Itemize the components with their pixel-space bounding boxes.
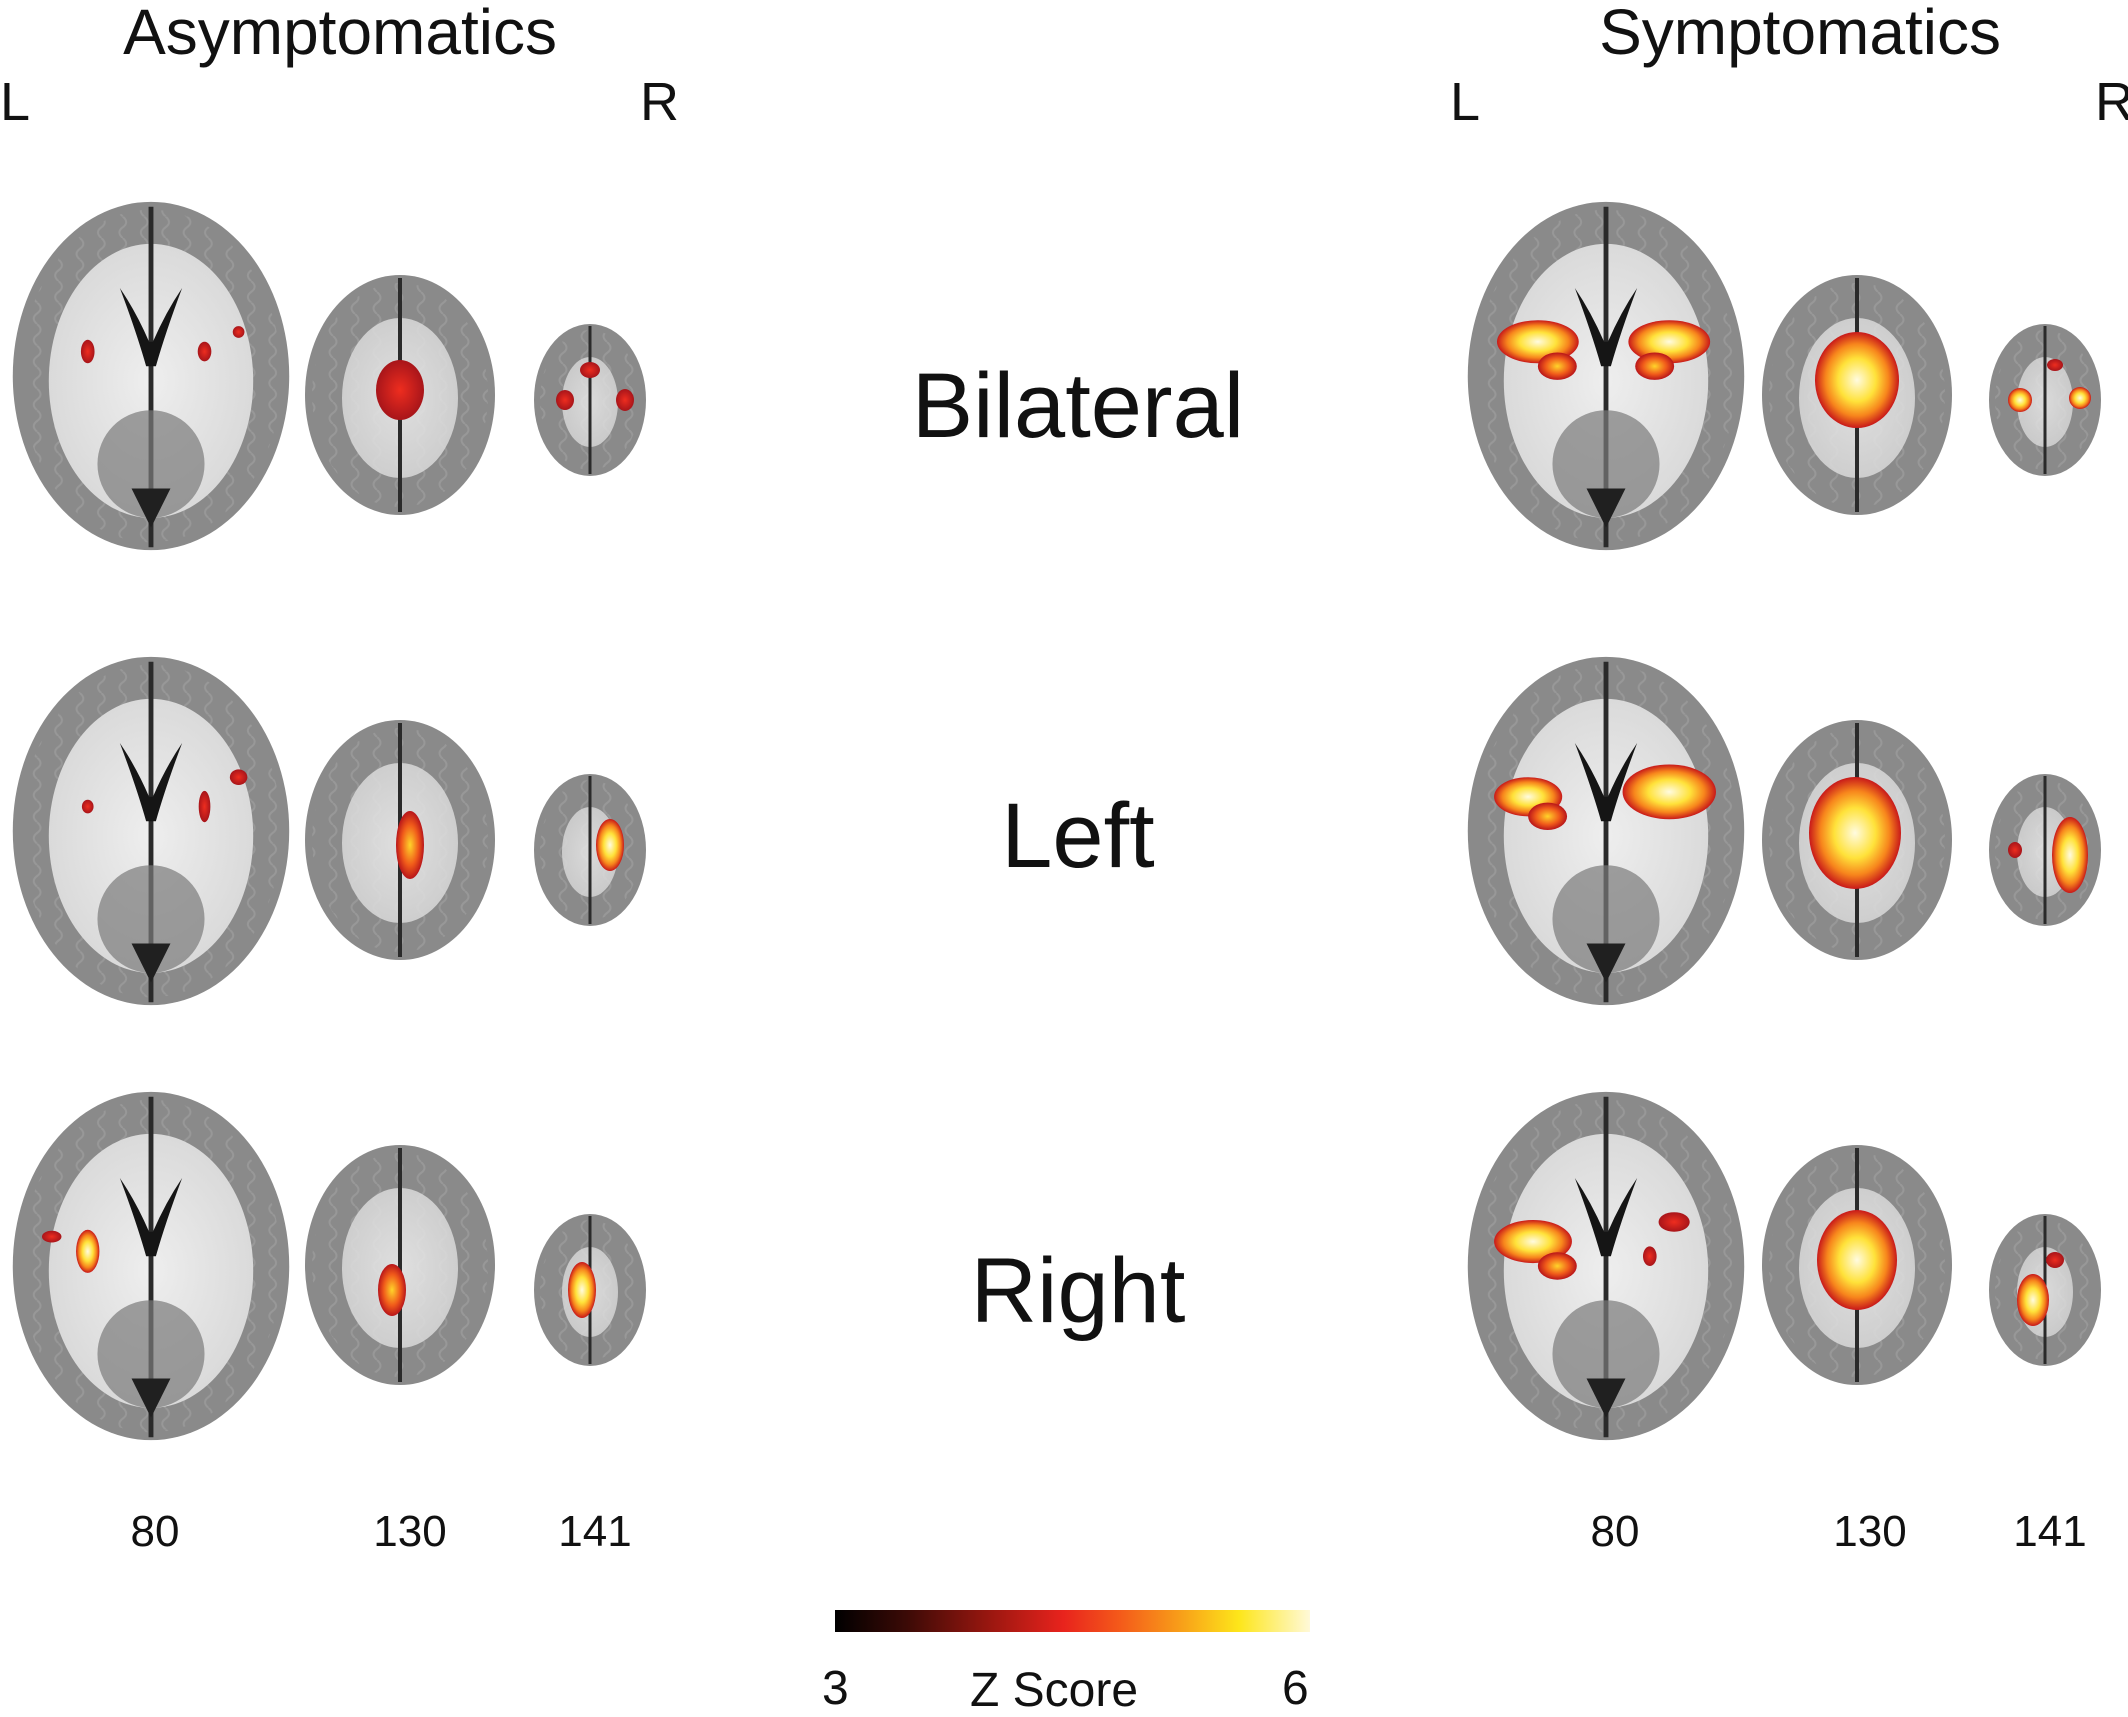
brain-axial-slice-image bbox=[530, 320, 650, 480]
brain-axial-slice-image bbox=[1460, 650, 1752, 1012]
brain-axial-slice-image bbox=[300, 715, 500, 965]
brain-axial-slice-image bbox=[1460, 1085, 1752, 1447]
brain-axial-slice-image bbox=[530, 1210, 650, 1370]
right-side-label: R bbox=[640, 72, 679, 132]
brain-axial-slice-image bbox=[300, 1140, 500, 1390]
right-side-label: R bbox=[2095, 72, 2128, 132]
colorbar-title: Z Score bbox=[970, 1664, 1139, 1717]
brain-axial-slice-image bbox=[5, 195, 297, 557]
slice-number: 141 bbox=[2013, 1507, 2087, 1556]
colorbar-max-label: 6 bbox=[1282, 1662, 1309, 1715]
brain-axial-slice-image bbox=[1460, 195, 1752, 557]
left-side-label: L bbox=[0, 72, 31, 132]
slice-number: 80 bbox=[130, 1507, 180, 1556]
slice-number: 130 bbox=[1833, 1507, 1907, 1556]
brain-axial-slice-image bbox=[1985, 320, 2105, 480]
brain-axial-slice-image bbox=[5, 650, 297, 1012]
asymptomatics-title: Asymptomatics bbox=[123, 0, 557, 68]
symptomatics-title: Symptomatics bbox=[1599, 0, 2001, 68]
colorbar-min-label: 3 bbox=[822, 1662, 849, 1715]
row-label-left: Left bbox=[1001, 785, 1155, 887]
brain-axial-slice-image bbox=[1757, 715, 1957, 965]
slice-number: 141 bbox=[558, 1507, 632, 1556]
brain-axial-slice-image bbox=[1757, 1140, 1957, 1390]
brain-axial-slice-image bbox=[300, 270, 500, 520]
brain-axial-slice-image bbox=[5, 1085, 297, 1447]
z-score-colorbar bbox=[835, 1610, 1310, 1632]
brain-axial-slice-image bbox=[1985, 1210, 2105, 1370]
brain-axial-slice-image bbox=[1985, 770, 2105, 930]
row-label-right: Right bbox=[970, 1240, 1186, 1342]
brain-axial-slice-image bbox=[530, 770, 650, 930]
slice-number: 80 bbox=[1590, 1507, 1640, 1556]
brain-axial-slice-image bbox=[1757, 270, 1957, 520]
slice-number: 130 bbox=[373, 1507, 447, 1556]
left-side-label: L bbox=[1450, 72, 1481, 132]
row-label-bilateral: Bilateral bbox=[911, 355, 1245, 457]
